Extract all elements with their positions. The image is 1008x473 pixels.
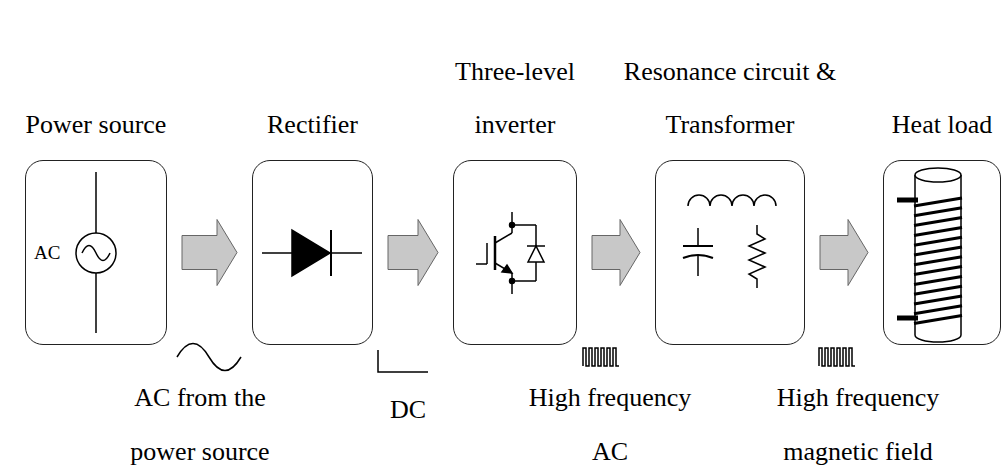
igbt-symbol bbox=[494, 236, 497, 270]
diode-wire bbox=[512, 280, 536, 282]
ac-source-symbol bbox=[76, 233, 116, 273]
signal-label: DC bbox=[378, 383, 438, 437]
junction-dot bbox=[510, 223, 515, 228]
coil-lead bbox=[897, 198, 918, 203]
block-title: Power source bbox=[1, 98, 191, 151]
signal-label: High frequency AC bbox=[520, 371, 700, 473]
resistor-symbol bbox=[749, 225, 765, 288]
workpiece-top bbox=[915, 168, 961, 182]
source-label: AC bbox=[33, 243, 61, 264]
block-title: Resonance circuit & Transformer bbox=[623, 45, 838, 151]
diode-bar bbox=[330, 230, 332, 276]
freewheel-diode bbox=[528, 246, 544, 262]
capacitor-wire bbox=[697, 255, 699, 276]
diode-wire bbox=[512, 224, 536, 226]
block-arrow bbox=[182, 220, 237, 286]
pulse-waveform bbox=[583, 348, 619, 366]
junction-dot bbox=[510, 279, 515, 284]
block-box: Heat load bbox=[883, 160, 1001, 345]
block-arrow bbox=[592, 220, 640, 286]
diode-symbol bbox=[292, 230, 330, 276]
inductor-symbol bbox=[688, 195, 776, 206]
igbt-gate bbox=[486, 243, 488, 264]
block-arrow bbox=[820, 220, 868, 286]
igbt-arrow bbox=[502, 265, 512, 273]
signal-label: High frequency magnetic field bbox=[763, 371, 953, 473]
ac-waveform bbox=[177, 344, 241, 371]
block-box: Rectifier bbox=[252, 160, 373, 345]
sine-symbol bbox=[82, 246, 110, 261]
block-title: Heat load bbox=[872, 98, 1008, 151]
block-title: Three-level inverter bbox=[435, 45, 595, 151]
igbt-collector bbox=[495, 233, 512, 243]
freewheel-diode bbox=[527, 245, 545, 247]
block-box: Resonance circuit & Transformer bbox=[655, 160, 805, 345]
source-wire bbox=[95, 273, 97, 333]
capacitor-wire bbox=[697, 228, 699, 246]
block-title: Rectifier bbox=[233, 98, 393, 151]
igbt-gate bbox=[476, 263, 487, 265]
induction-coil bbox=[914, 198, 962, 324]
block-box: Three-level inverter bbox=[453, 160, 577, 345]
pulse-waveform bbox=[819, 348, 855, 366]
source-wire bbox=[95, 172, 97, 233]
block-box: Power sourceAC bbox=[25, 160, 167, 345]
igbt-emitter bbox=[495, 263, 512, 273]
dc-waveform bbox=[378, 350, 428, 372]
block-arrow bbox=[388, 220, 438, 286]
capacitor-symbol bbox=[683, 245, 713, 247]
workpiece-cylinder bbox=[915, 175, 961, 342]
signal-label: AC from the power source bbox=[113, 371, 288, 473]
coil-lead bbox=[897, 316, 918, 321]
